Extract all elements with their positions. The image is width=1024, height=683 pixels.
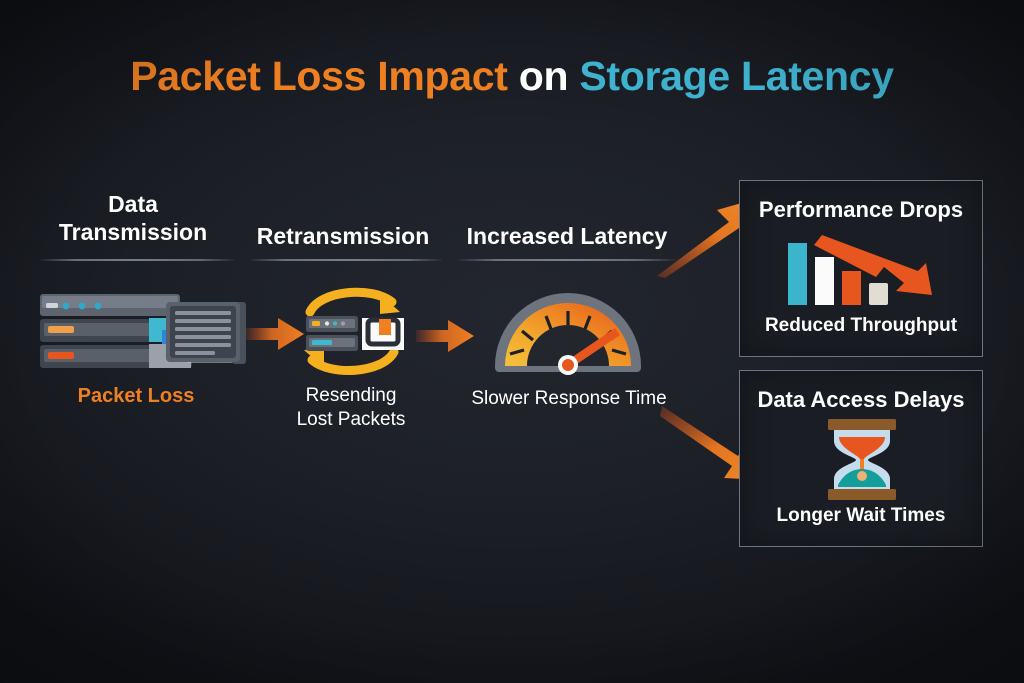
stage-heading-increased-latency: Increased Latency [462, 222, 672, 250]
title-part-on: on [518, 53, 569, 99]
stage-heading-line1: Data [108, 191, 158, 217]
heading-rule-1 [40, 259, 235, 261]
speed-gauge-icon [489, 288, 647, 375]
page-title: Packet Loss Impact on Storage Latency [0, 53, 1024, 99]
panel-subtitle-reduced-throughput: Reduced Throughput [764, 315, 958, 336]
stage-heading-line2: Transmission [58, 219, 208, 246]
servers-destination-icon [164, 300, 244, 364]
heading-rule-3 [458, 259, 676, 261]
flow-arrow-1-icon [244, 316, 306, 352]
caption-resending-lost-packets: Resending Lost Packets [256, 384, 446, 432]
outcome-panel-data-access-delays[interactable]: Data Access Delays Longer Wait Times [739, 370, 983, 547]
retransmission-cycle-icon [296, 286, 408, 378]
heading-rule-2 [250, 259, 442, 261]
caption-slower-response-time: Slower Response Time [471, 388, 667, 409]
panel-subtitle-longer-wait-times: Longer Wait Times [776, 505, 946, 526]
caption-packet-loss: Packet Loss [77, 385, 195, 407]
stage-heading-line1: Increased Latency [466, 223, 668, 249]
stage-heading-data-transmission: Data Transmission [38, 190, 228, 246]
caption-line2: Lost Packets [296, 408, 406, 430]
outcome-arrow-down-icon [660, 404, 772, 486]
panel-title-data-access-delays: Data Access Delays [757, 387, 965, 412]
title-part-storage-latency: Storage Latency [579, 53, 894, 99]
stage-heading-line1: Retransmission [256, 223, 430, 249]
declining-bar-chart-icon [784, 233, 944, 313]
panel-title-performance-drops: Performance Drops [758, 197, 964, 222]
outcome-panel-performance-drops[interactable]: Performance Drops Reduced Throughput [739, 180, 983, 357]
flow-arrow-2-icon [414, 318, 476, 354]
outcome-arrow-up-icon [655, 196, 767, 278]
caption-line1: Resending [305, 385, 397, 406]
hourglass-icon [824, 419, 900, 501]
stage-heading-retransmission: Retransmission [248, 222, 438, 250]
title-part-packet-loss-impact: Packet Loss Impact [130, 53, 508, 99]
